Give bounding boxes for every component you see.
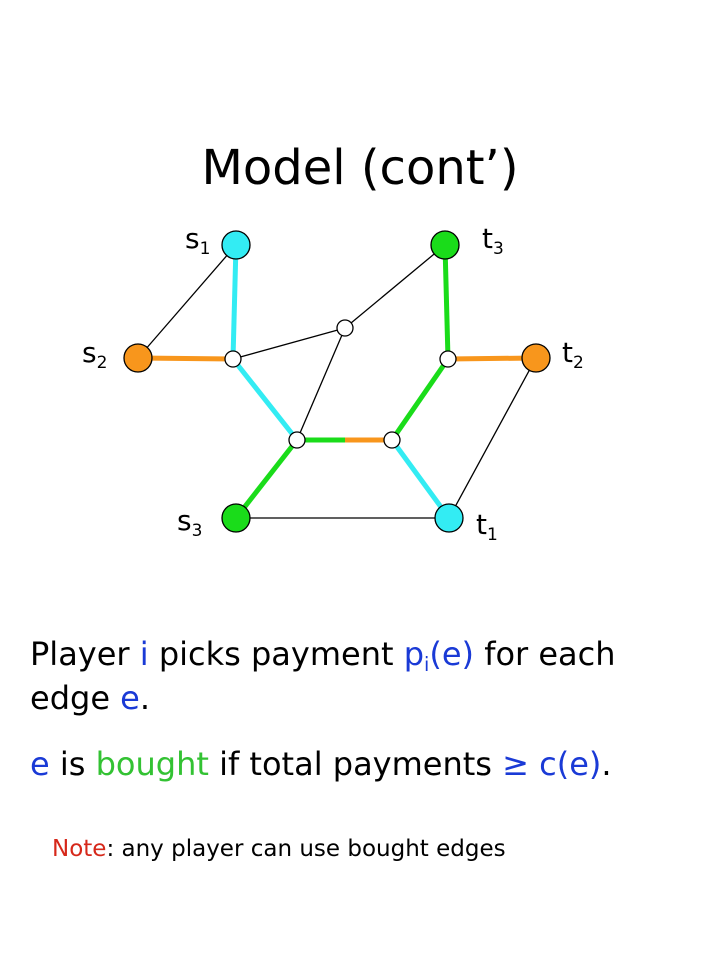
payment-expression: pi(e): [403, 635, 475, 676]
note-text: : any player can use bought edges: [106, 836, 506, 862]
intermediate-nodes: [224, 319, 457, 449]
phrase-picks-payment: picks payment: [158, 635, 394, 673]
unbought-edges: [137, 244, 537, 519]
label-s1: s1: [185, 222, 210, 259]
label-t2: t2: [562, 336, 584, 373]
edge-b-t3: [442, 244, 451, 360]
node-labels: s1 t3 s2 t2 s3 t1: [82, 222, 584, 545]
bought-edges: [137, 244, 537, 520]
note-label: Note: [52, 836, 107, 862]
edge-c-d: [296, 327, 346, 441]
label-t2-main: t: [562, 336, 573, 369]
node-e: [383, 431, 401, 449]
edge-s2-a: [137, 355, 234, 362]
node-t3: [430, 230, 460, 260]
var-e: e: [120, 679, 140, 717]
phrase-for-each: for each: [484, 635, 616, 673]
rule-line-1: Player i picks payment pi(e) for each: [30, 632, 616, 676]
var-e: e: [30, 745, 50, 783]
node-s2: [123, 343, 153, 373]
label-s3-main: s: [177, 504, 192, 537]
node-s1: [221, 230, 251, 260]
label-s3-sub: 3: [192, 521, 203, 541]
label-t3: t3: [482, 222, 504, 259]
edge-a-d: [231, 357, 299, 442]
label-s3: s3: [177, 504, 202, 541]
label-t1: t1: [476, 508, 498, 545]
cost-condition: ≥ c(e): [502, 745, 602, 783]
var-i: i: [139, 635, 149, 673]
node-c: [336, 319, 354, 337]
node-b: [439, 350, 457, 368]
word-is: is: [59, 745, 86, 783]
node-s3: [221, 503, 251, 533]
edge-s1-s2: [137, 244, 237, 359]
edge-s1-a: [230, 244, 239, 360]
edge-b-t2: [447, 355, 537, 362]
terminal-nodes: [123, 230, 551, 533]
network-graph: s1 t3 s2 t2 s3 t1: [82, 222, 584, 545]
edge-e-t1: [389, 438, 452, 520]
edge-a-c: [232, 327, 346, 360]
label-s2-main: s: [82, 336, 97, 369]
word-edge: edge: [30, 679, 110, 717]
label-t1-sub: 1: [487, 525, 498, 545]
slide-title: Model (cont’): [201, 140, 519, 196]
label-s2-sub: 2: [97, 353, 108, 373]
node-t2: [521, 343, 551, 373]
label-s1-sub: 1: [200, 239, 211, 259]
note-line: Note: any player can use bought edges: [52, 832, 506, 866]
period: .: [139, 679, 151, 717]
label-t2-sub: 2: [573, 353, 584, 373]
label-t1-main: t: [476, 508, 487, 541]
period: .: [601, 745, 612, 783]
phrase-total-payments: if total payments: [219, 745, 492, 783]
label-s1-main: s: [185, 222, 200, 255]
word-bought: bought: [95, 745, 209, 783]
node-t1: [434, 503, 464, 533]
var-p: p: [403, 635, 425, 673]
rule-line-2: edge e.: [30, 676, 150, 720]
var-p-subscript: i: [424, 652, 430, 676]
node-d: [288, 431, 306, 449]
label-t3-sub: 3: [493, 239, 504, 259]
label-s2: s2: [82, 336, 107, 373]
edge-e-b: [389, 357, 451, 442]
word-player: Player: [30, 635, 130, 673]
edge-c-t3: [344, 244, 446, 329]
edge-t2-t1: [448, 357, 537, 519]
edge-s3-d: [234, 438, 299, 520]
node-a: [224, 350, 242, 368]
rule-line-3: e is bought if total payments ≥ c(e).: [30, 742, 612, 786]
var-e-arg: (e): [429, 635, 475, 673]
label-t3-main: t: [482, 222, 493, 255]
